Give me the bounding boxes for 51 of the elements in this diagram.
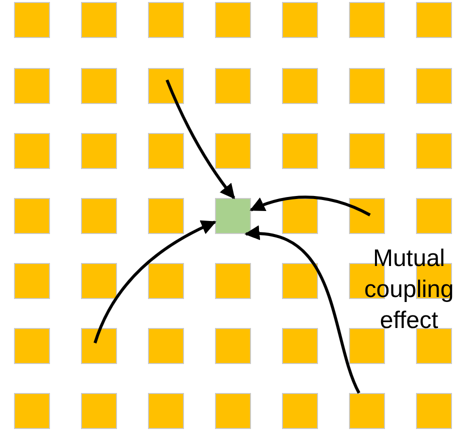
square-node — [349, 328, 385, 364]
square-node — [14, 328, 50, 364]
square-node — [14, 263, 50, 299]
square-node — [81, 393, 117, 429]
square-node — [349, 198, 385, 234]
square-node — [416, 133, 452, 169]
square-node — [81, 263, 117, 299]
square-node — [282, 328, 318, 364]
square-node — [215, 68, 251, 104]
square-node — [282, 198, 318, 234]
square-node — [215, 393, 251, 429]
curved-arrow — [94, 220, 216, 344]
curved-arrow — [166, 79, 236, 200]
square-node — [282, 68, 318, 104]
curved-arrow — [244, 226, 360, 394]
square-node — [416, 328, 452, 364]
square-node — [215, 2, 251, 38]
square-node — [416, 2, 452, 38]
square-node — [148, 68, 184, 104]
square-node — [215, 263, 251, 299]
square-node — [14, 133, 50, 169]
square-node — [14, 68, 50, 104]
square-node — [14, 393, 50, 429]
square-node — [148, 393, 184, 429]
square-node — [81, 198, 117, 234]
square-node — [148, 328, 184, 364]
square-node — [416, 68, 452, 104]
square-node — [215, 198, 251, 234]
square-node — [81, 133, 117, 169]
square-node — [81, 328, 117, 364]
square-node — [416, 198, 452, 234]
square-node — [81, 2, 117, 38]
square-node — [14, 2, 50, 38]
square-node — [349, 393, 385, 429]
square-node — [349, 133, 385, 169]
square-node — [148, 263, 184, 299]
square-node — [349, 68, 385, 104]
square-node — [282, 133, 318, 169]
curved-arrow — [250, 196, 371, 216]
square-node — [282, 263, 318, 299]
square-node — [148, 2, 184, 38]
square-node — [282, 393, 318, 429]
square-node — [416, 393, 452, 429]
square-node — [282, 2, 318, 38]
square-node — [81, 68, 117, 104]
square-node — [349, 2, 385, 38]
square-node — [215, 133, 251, 169]
square-node — [148, 133, 184, 169]
square-node — [215, 328, 251, 364]
square-node — [148, 198, 184, 234]
square-node — [14, 198, 50, 234]
